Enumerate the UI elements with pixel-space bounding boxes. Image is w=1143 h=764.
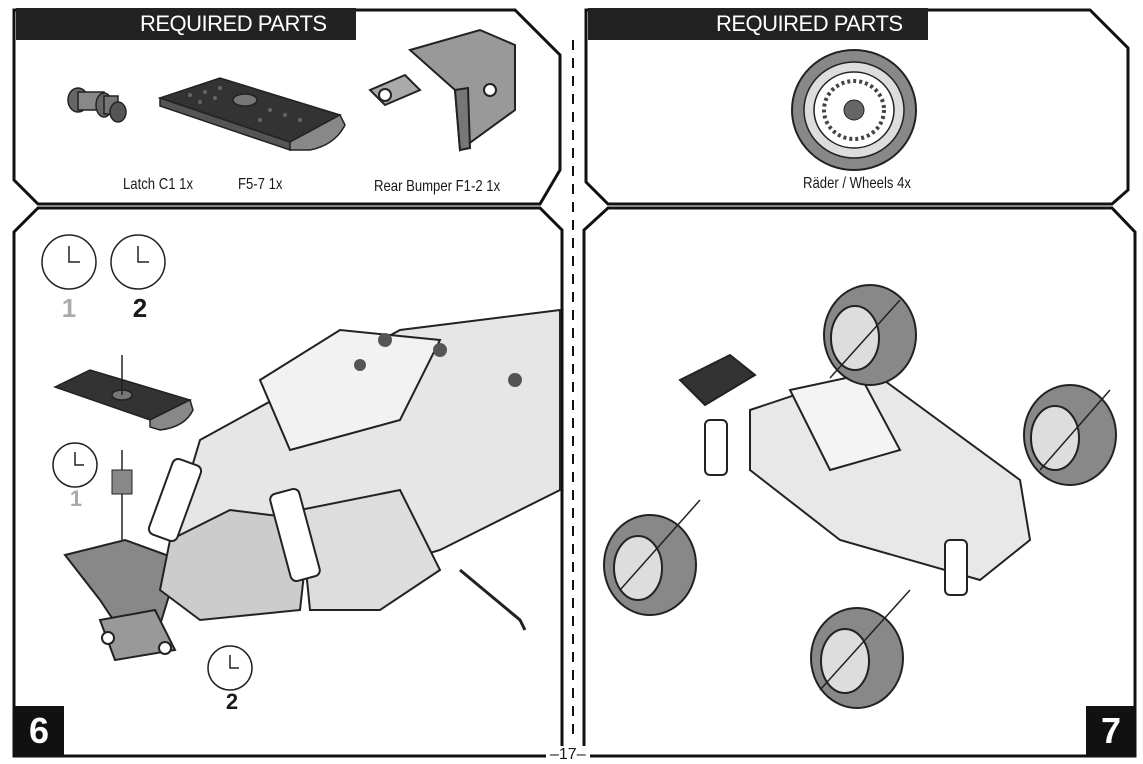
clock-icon-substep-1 bbox=[52, 442, 98, 488]
part-label-rear-bumper: Rear Bumper F1-2 1x bbox=[374, 178, 501, 195]
step-number-6: 6 bbox=[14, 706, 64, 756]
clock-label-1: 1 bbox=[61, 293, 77, 323]
step6-plate-part bbox=[53, 355, 194, 431]
clock-icon-substep-2 bbox=[207, 645, 253, 691]
step7-assembly-illustration bbox=[603, 284, 1117, 709]
step6-bumper-part bbox=[63, 450, 182, 662]
clock-icons-top bbox=[41, 234, 166, 290]
right-parts-title: REQUIRED PARTS bbox=[588, 8, 928, 40]
substep-label-1: 1 bbox=[69, 486, 83, 511]
latch-c1-icon bbox=[67, 87, 127, 123]
step-number-7: 7 bbox=[1086, 706, 1136, 756]
rear-bumper-icon bbox=[368, 28, 516, 152]
page-number: –17– bbox=[546, 746, 590, 764]
left-parts-title: REQUIRED PARTS bbox=[16, 8, 356, 40]
clock-label-2: 2 bbox=[132, 293, 148, 323]
part-label-wheels: Räder / Wheels 4x bbox=[803, 175, 911, 192]
substep-label-2: 2 bbox=[225, 689, 239, 714]
wheel-icon bbox=[791, 49, 917, 171]
part-label-latch-c1: Latch C1 1x bbox=[123, 176, 194, 193]
f5-7-plate-icon bbox=[157, 77, 346, 152]
part-label-f5-7: F5-7 1x bbox=[238, 176, 283, 193]
step6-chassis-illustration bbox=[147, 308, 561, 631]
